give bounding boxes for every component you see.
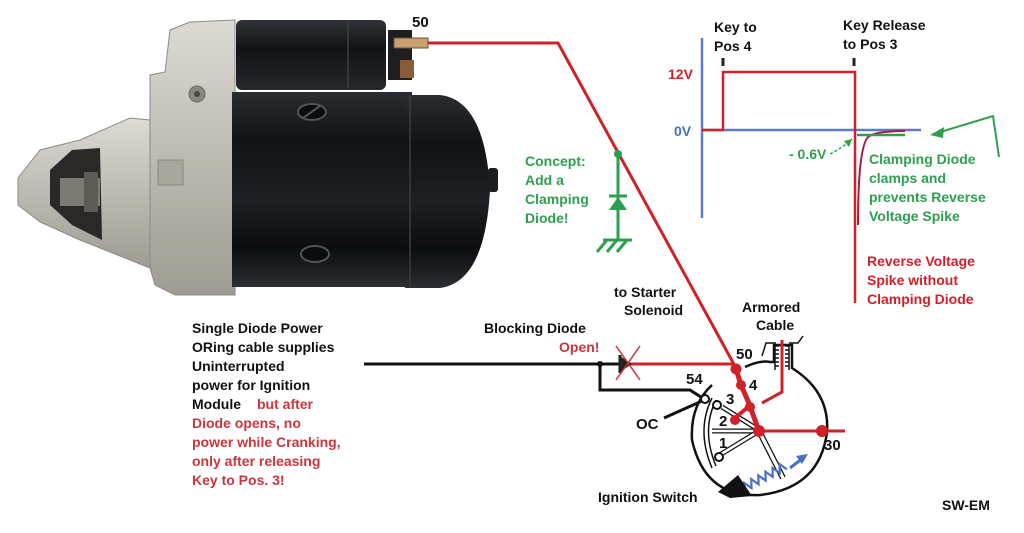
diode-open-cross-2 (615, 345, 641, 381)
y-label-0v: 0V (674, 123, 692, 139)
to-starter-line2: Solenoid (624, 302, 684, 318)
blocking-diode-state: Open! (559, 339, 600, 355)
pin-1-label: 1 (719, 435, 728, 452)
event-key-to-pos4-line1: Key to (714, 19, 757, 35)
pin-4-label: 4 (749, 377, 758, 394)
terminal-54 (700, 394, 710, 404)
timing-chart (700, 38, 1000, 303)
wire-to-switch-54 (598, 364, 705, 401)
wire-oc (663, 399, 703, 420)
terminal-4 (736, 380, 746, 390)
ignition-switch (663, 335, 845, 498)
oring-note-red-line1: Diode opens, no (192, 415, 301, 431)
armored-cable-icon (761, 335, 804, 370)
armored-cable-line1: Armored (742, 299, 801, 315)
oring-note-red-line2: power while Cranking, (192, 434, 341, 450)
oring-note-line2: ORing cable supplies (192, 339, 335, 355)
spike-note-line1: Reverse Voltage (867, 253, 975, 269)
concept-line1: Concept: (525, 153, 586, 169)
spike-note-line2: Spike without (867, 272, 958, 288)
clamp-note-line4: Voltage Spike (869, 208, 960, 224)
armored-cable-line2: Cable (756, 317, 795, 333)
concept-line3: Clamping (525, 191, 589, 207)
blocking-diode-icon (620, 356, 632, 372)
clamp-level-label: - 0.6V (789, 146, 827, 162)
to-starter-line1: to Starter (614, 284, 677, 300)
terminal-30 (816, 425, 828, 437)
event-key-to-pos4-line2: Pos 4 (714, 38, 752, 54)
wire-starter-50-to-switch (428, 41, 738, 369)
terminal-1 (714, 452, 724, 462)
oring-note-line4: power for Ignition (192, 377, 311, 393)
concept-line4: Diode! (525, 210, 569, 226)
switch-contacts (712, 404, 786, 480)
oring-note-red-line4: Key to Pos. 3! (192, 472, 285, 488)
credit-label: SW-EM (942, 497, 990, 513)
starter-terminal-50-label: 50 (412, 14, 429, 31)
clamp-note-line2: clamps and (869, 170, 947, 186)
clamp-level-arrowhead-icon (844, 139, 852, 147)
oring-note-line1: Single Diode Power (192, 320, 323, 336)
terminal-2 (730, 415, 740, 425)
spike-recovery-curve (857, 130, 906, 226)
rotor-hub (753, 425, 765, 437)
oring-note-line3: Uninterrupted (192, 358, 285, 374)
rail-junction (745, 402, 755, 412)
pin-54-label: 54 (686, 371, 703, 388)
oring-note-line5: Module (192, 396, 241, 412)
clamp-note-arrowhead-icon (930, 127, 944, 138)
ground-hatch-2 (605, 239, 619, 253)
pinion-teeth (84, 172, 98, 212)
switch-rail-outer (703, 397, 713, 469)
switch-housing (690, 343, 829, 497)
spike-note-line3: Clamping Diode (867, 291, 974, 307)
clamping-diode-concept (595, 150, 632, 253)
pin-50-label: 50 (736, 346, 753, 363)
endcap-nut (488, 168, 498, 192)
return-spring-icon (743, 461, 788, 492)
concept-line2: Add a (525, 172, 564, 188)
cable-red-wire (761, 340, 784, 405)
starter-motor-image (17, 19, 498, 296)
body-screw-slot (302, 105, 321, 119)
y-label-12v: 12V (668, 66, 693, 82)
pin-oc-label: OC (636, 416, 659, 433)
clamp-note-line1: Clamping Diode (869, 151, 976, 167)
terminal-30-stud (400, 60, 414, 78)
blocking-diode-label: Blocking Diode (484, 320, 586, 336)
terminal-50 (730, 363, 742, 375)
body-screw-bottom (300, 245, 330, 263)
starter-flange (149, 19, 236, 296)
ground-hatch-1 (595, 239, 609, 253)
clamp-note-pointer (936, 114, 1000, 158)
terminal-3 (712, 400, 722, 410)
event-key-release-line2: to Pos 3 (843, 36, 898, 52)
pin-3-label: 3 (726, 391, 735, 408)
oring-note-red-line3: only after releasing (192, 453, 321, 469)
spring-anchor (718, 475, 752, 498)
clamp-level-arrow (829, 138, 853, 155)
oring-note-red-inline: but after (257, 396, 313, 412)
clamp-note-line3: prevents Reverse (869, 189, 986, 205)
terminal-50-spade (393, 37, 429, 49)
ignition-switch-title: Ignition Switch (598, 489, 698, 505)
event-key-release-line1: Key Release (843, 17, 926, 33)
key-voltage-trace (702, 70, 857, 303)
flange-bolt-hole (194, 91, 200, 97)
flange-boss (157, 159, 184, 186)
pin-30-label: 30 (824, 437, 841, 454)
pin-2-label: 2 (719, 413, 728, 430)
motor-endcap (405, 95, 490, 288)
rotation-arrowhead-icon (796, 454, 808, 464)
clamp-diode-symbol-icon (609, 197, 627, 210)
switch-live-rail (733, 368, 762, 432)
oring-wiring (364, 345, 735, 401)
ground-hatch-3 (615, 239, 629, 253)
solenoid-body (236, 20, 386, 90)
